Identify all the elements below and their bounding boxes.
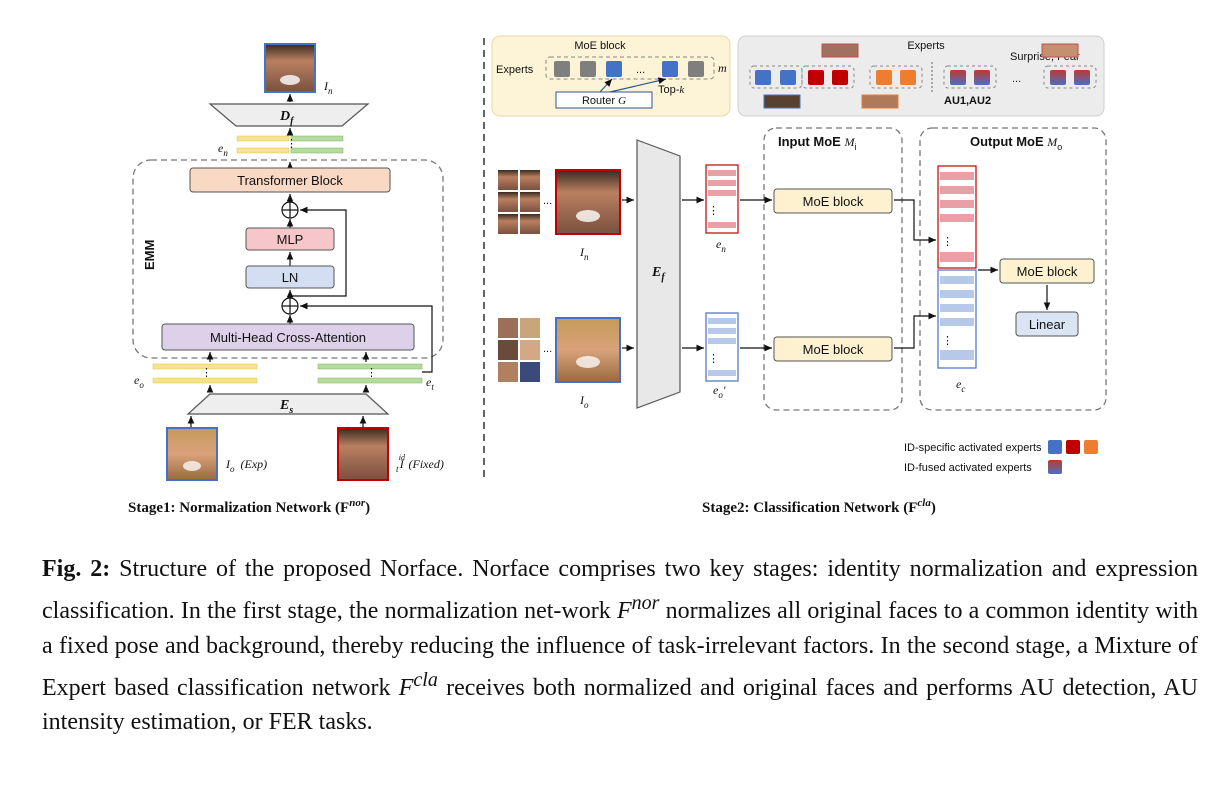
svg-text:⋮: ⋮ [942,335,953,347]
encoder-label: Es [279,398,293,416]
mlp-label: MLP [277,232,304,247]
experts-inset-title: Experts [907,40,945,52]
stage2-title: Stage2: Classification Network (Fcla) [702,497,936,516]
moe-block-output [999,258,1095,284]
figure-caption: Fig. 2: Structure of the proposed Norfac… [42,552,1198,739]
eye-crop-image-3 [1041,43,1079,58]
svg-text:⋮: ⋮ [942,236,953,248]
moe-block-lower [773,336,893,362]
label-et: et [426,375,434,392]
linear-block [1015,311,1079,337]
face-mouth [280,75,300,85]
label-eo-stage2: eo′ [713,383,726,400]
moe-inset-m: m [718,61,727,75]
linear-label: Linear [1029,317,1066,332]
label-Io-exp: Io(Exp) [225,457,267,474]
eye-crop-image-2 [763,94,801,109]
face-image-It-stage1 [337,427,389,481]
experts-ellipsis: ... [1012,73,1021,85]
router-label: Router G [582,95,626,107]
caption-text-1: Structure of the proposed Norface. Norfa… [42,556,1198,625]
face-grid-original [498,318,540,382]
face-image-In-stage2 [555,169,621,235]
caption-F-nor: F [616,598,632,625]
label-en-stage2: en [716,237,726,254]
transformer-label: Transformer Block [237,173,343,188]
face-image-Io-stage2 [555,317,621,383]
label-In-stage2: In [579,245,589,262]
label-eo: eo [134,373,144,390]
moe-block-upper-label: MoE block [803,194,864,209]
caption-text-3: receives both normalized and original fa… [42,674,1198,736]
moe-inset-ellipsis: ... [636,64,645,76]
svg-text:⋮: ⋮ [286,138,297,150]
stage1-panel: In Df ⋮ en EMM Transformer Block MLP [128,43,444,516]
mhca-label: Multi-Head Cross-Attention [210,330,366,345]
token-stack-eo: ⋮ [705,312,739,382]
token-stack-ec: ⋮ ⋮ [937,165,977,369]
label-In: In [323,79,333,96]
label-Io-stage2: Io [579,393,589,410]
eye-crop-image [821,43,859,58]
caption-text-2: normalizes all original faces to a commo… [42,598,1198,701]
grid-ellipsis-1: ... [543,195,552,207]
caption-nor: nor [631,592,660,615]
moe-block-lower-label: MoE block [803,342,864,357]
input-moe-box [763,127,903,411]
caption-cla: cla [413,668,438,691]
legend-specific-label: ID-specific activated experts [904,442,1042,454]
moe-inset-title: MoE block [574,40,626,52]
svg-text:⋮: ⋮ [201,367,212,379]
token-bars-en: ⋮ [236,135,344,154]
grid-ellipsis-2: ... [543,343,552,355]
output-moe-box [919,127,1107,411]
topk-label: Top-k [658,84,685,96]
label-ec: ec [956,377,965,394]
input-moe-label: Input MoE Mi [778,134,856,152]
face-image-Io-stage1 [166,427,218,481]
decoder-label: Df [279,109,295,127]
svg-text:⋮: ⋮ [708,353,719,365]
mhca-block [161,323,415,351]
decoder-Df [208,103,370,127]
emm-box [132,159,444,359]
stage2-panel: MoE block Experts ... m Router G Top-k E… [491,35,1107,516]
stage1-title: Stage1: Normalization Network (Fnor) [128,497,370,516]
emm-label: EMM [142,240,157,270]
mlp-block [245,227,335,251]
moe-block-output-label: MoE block [1017,264,1078,279]
token-bars-eo: ⋮ [152,363,258,384]
au12-label: AU1,AU2 [944,95,991,107]
svg-text:⋮: ⋮ [708,205,719,217]
caption-fig-number: Fig. 2: [42,556,111,582]
figure-diagram: In Df ⋮ en EMM Transformer Block MLP [128,35,1107,516]
encoder-Es [186,393,390,415]
moe-inset-experts-label: Experts [496,64,534,76]
label-en: en [218,141,228,158]
encoder-Ef [636,139,681,409]
output-moe-label: Output MoE Mo [970,134,1062,152]
legend: ID-specific activated experts ID-fused a… [904,440,1098,474]
token-bars-et: ⋮ [317,363,423,384]
encoder-Ef-label: Ef [651,265,666,283]
mouth-crop-image [861,94,899,109]
svg-text:⋮: ⋮ [366,367,377,379]
face-grid-normalized [498,170,540,234]
caption-F-cla: F [398,674,414,701]
ln-block [245,265,335,289]
moe-block-upper [773,188,893,214]
ln-label: LN [282,270,299,285]
router-box [555,91,653,109]
legend-fused-label: ID-fused activated experts [904,462,1032,474]
transformer-block [189,167,391,193]
token-stack-en: ⋮ [705,164,739,234]
